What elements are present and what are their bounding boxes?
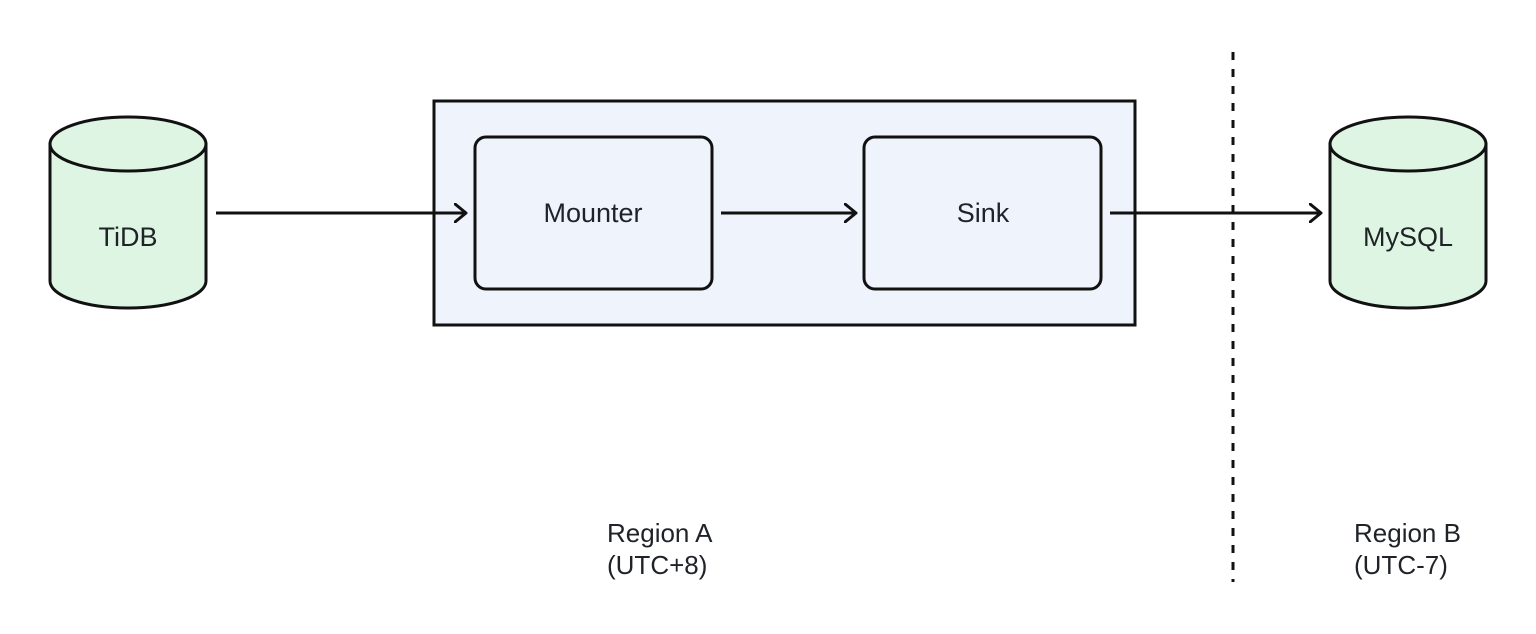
sink-box <box>862 135 1103 291</box>
mounter-label: Mounter <box>543 198 642 228</box>
mysql-database[interactable]: MySQL <box>1328 115 1488 310</box>
region-a-label: Region A (UTC+8) <box>607 518 713 580</box>
region-b-timezone: (UTC-7) <box>1354 550 1448 580</box>
mysql-cylinder-top <box>1328 115 1488 173</box>
tidb-database[interactable]: TiDB <box>48 115 208 310</box>
mounter-node[interactable]: Mounter <box>473 135 714 291</box>
mysql-label: MySQL <box>1363 222 1453 252</box>
tidb-cylinder-body <box>48 142 208 310</box>
region-b-name: Region B <box>1354 518 1461 548</box>
tidb-cylinder-top <box>48 115 208 173</box>
region-b-label: Region B (UTC-7) <box>1354 518 1461 580</box>
region-a-timezone: (UTC+8) <box>607 550 707 580</box>
tidb-label: TiDB <box>99 222 158 252</box>
mysql-cylinder-body <box>1328 142 1488 310</box>
region-a-name: Region A <box>607 518 713 548</box>
mounter-box <box>473 135 714 291</box>
sink-label: Sink <box>957 198 1010 228</box>
sink-node[interactable]: Sink <box>862 135 1103 291</box>
